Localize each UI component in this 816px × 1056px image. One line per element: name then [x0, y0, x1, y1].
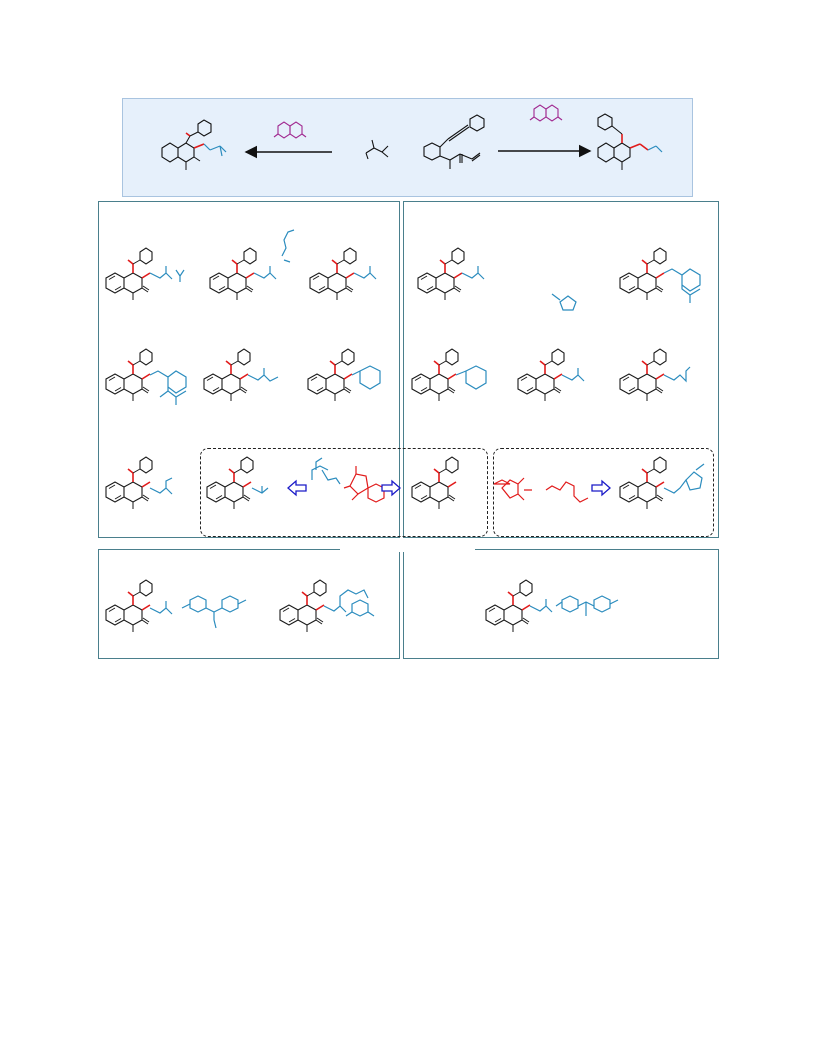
product-13	[411, 348, 459, 402]
product-17	[279, 579, 327, 633]
product-6	[307, 348, 355, 402]
product-2	[209, 247, 257, 301]
product-right	[597, 113, 663, 170]
product-5	[203, 348, 251, 402]
product-15	[619, 348, 667, 402]
product-10	[619, 456, 667, 510]
product-16	[105, 579, 153, 633]
phthalimide-groups	[343, 466, 589, 503]
scope-box-bottom-left	[98, 549, 400, 659]
scope-box-left	[98, 201, 400, 538]
scope-box-bottom-right	[403, 549, 719, 659]
substituents	[149, 229, 705, 629]
product-12	[619, 247, 667, 301]
product-8	[206, 456, 254, 510]
product-3	[309, 247, 357, 301]
scope-box-right	[403, 201, 719, 538]
product-11	[417, 247, 465, 301]
open-arrows	[287, 479, 611, 497]
product-7	[105, 456, 153, 510]
product-1	[105, 247, 153, 301]
product-9	[411, 456, 459, 510]
substrate-alkyne	[423, 114, 485, 169]
product-left	[161, 119, 227, 170]
product-14	[517, 348, 565, 402]
catalyst-right	[529, 104, 563, 122]
border-gap	[340, 546, 475, 552]
reagent-tbu	[365, 139, 389, 160]
catalyst-left	[273, 121, 307, 139]
late-stage-group-right	[493, 448, 714, 537]
product-4	[105, 348, 153, 402]
product-18	[485, 579, 533, 633]
late-stage-group-left	[200, 448, 488, 537]
